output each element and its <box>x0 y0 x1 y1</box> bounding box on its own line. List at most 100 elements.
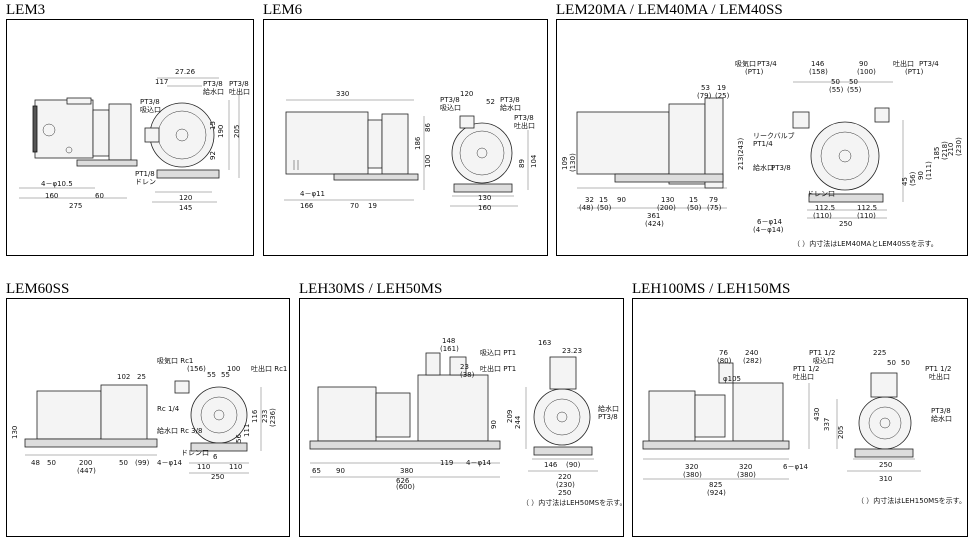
dim-label: 給水口 <box>500 103 521 112</box>
dim-label: (PT1) <box>745 68 764 76</box>
motor-body <box>36 390 102 440</box>
dim-label: 250 <box>558 489 571 497</box>
dim-label: PT3/8 <box>440 96 460 104</box>
dim-label: 185 <box>933 147 941 160</box>
dim-label: 90 <box>617 196 626 204</box>
motor-body <box>648 390 696 442</box>
dim-label: 給水口 <box>931 414 952 423</box>
dim-label: 110 <box>197 463 210 471</box>
dim-label: 120 <box>460 90 473 98</box>
pump-drawing-lem6: 330 120 PT3/8 吸込口 52 PT3/8 給水口 PT3/8 吐出口… <box>284 90 538 212</box>
dim-label: 160 <box>45 192 58 200</box>
dim-label: 225 <box>873 349 886 357</box>
dim-label: (111) <box>925 161 933 180</box>
dim-label: 120 <box>179 194 192 202</box>
drawing-panel-leh100: 76 (80) 240 (282) φ105 PT1 1/2 吸込口 PT1 1… <box>632 298 968 537</box>
dim-label: 19 <box>368 202 377 210</box>
dim-label: 15 <box>209 121 217 130</box>
dim-label: 361 <box>647 212 660 220</box>
dim-label: 310 <box>879 475 892 483</box>
dim-label: 233 <box>261 410 269 423</box>
motor-body <box>34 99 94 159</box>
dim-label: 146 <box>544 461 558 469</box>
dim-label: 79 <box>709 196 718 204</box>
dim-label: 110 <box>229 463 242 471</box>
dim-label: (50) <box>597 204 612 212</box>
dim-label: (158) <box>809 68 828 76</box>
dim-label: 337 <box>823 418 831 431</box>
dim-label: 76 <box>719 349 728 357</box>
dim-label: 23 <box>460 363 469 371</box>
dim-label: 65 <box>312 467 321 475</box>
dim-label: (56) <box>909 171 917 186</box>
dim-label: 117 <box>155 78 168 86</box>
dim-label: 163 <box>538 339 551 347</box>
dim-label: 210 <box>947 143 955 156</box>
dim-label: PT3/4 <box>757 60 777 68</box>
dim-label: 275 <box>69 202 82 210</box>
dim-label: 56 <box>235 434 243 443</box>
dim-label: PT3/8 <box>140 98 160 106</box>
dim-label: 250 <box>211 473 224 481</box>
dim-label: 55 <box>221 371 230 379</box>
dim-label: (110) <box>857 212 876 220</box>
pump-casing-front <box>451 122 513 184</box>
dim-label: 50 <box>887 359 896 367</box>
dim-label: (218) <box>941 141 949 160</box>
dim-label: 27.26 <box>175 68 196 76</box>
dim-label: PT1 1/2 <box>809 349 835 357</box>
pump-casing-front <box>533 388 591 446</box>
dim-label: 6－φ14 <box>783 463 809 471</box>
dim-label: 吐出口 <box>929 372 950 381</box>
panel-title-leh30: LEH30MS / LEH50MS <box>299 281 443 297</box>
dim-label: 166 <box>300 202 314 210</box>
dim-label: 148 <box>442 337 455 345</box>
footnote: （ ）内寸法はLEH150MSを示す。 <box>857 496 966 505</box>
dim-label: 吸気口 <box>735 59 756 68</box>
dim-label: (161) <box>440 345 459 353</box>
dim-label: 吐出口 Rc1 <box>251 364 287 373</box>
dim-label: (4－φ14) <box>753 226 784 234</box>
dim-label: 90 <box>336 467 345 475</box>
dim-label: (38) <box>460 371 475 379</box>
dim-label: PT1 1/2 <box>793 365 819 373</box>
dim-label: 給水口 <box>203 87 224 96</box>
drawing-panel-leh30: 148 (161) 吸込口 PT1 23 (38) 吐出口 PT1 163 23… <box>299 298 625 537</box>
dim-label: 250 <box>879 461 892 469</box>
dim-label: 給水口 <box>598 404 619 413</box>
dim-label: (447) <box>77 467 96 475</box>
dim-label: 4－φ14 <box>466 459 492 467</box>
dim-label: PT1 1/2 <box>925 365 951 373</box>
dim-label: 102 <box>117 373 130 381</box>
dim-label: 90 <box>859 60 868 68</box>
dim-label: 200 <box>79 459 92 467</box>
motor-body <box>576 111 670 175</box>
dim-label: 50 <box>901 359 910 367</box>
dim-label: (50) <box>687 204 702 212</box>
dim-label: 130 <box>661 196 674 204</box>
dim-label: 吸込口 PT1 <box>480 348 516 357</box>
dim-label: 320 <box>685 463 698 471</box>
dim-label: 320 <box>739 463 752 471</box>
dim-label: 給水口 Rc 3/8 <box>157 426 202 435</box>
dim-label: 213(243) <box>737 138 745 170</box>
panel-title-lem20: LEM20MA / LEM40MA / LEM40SS <box>556 2 783 18</box>
dim-label: 吐出口 <box>514 121 535 130</box>
dim-label: (380) <box>683 471 702 479</box>
dim-label: (25) <box>715 92 730 100</box>
dim-label: (55) <box>847 86 862 94</box>
dim-label: 90 <box>490 420 498 429</box>
dim-label: 吐出口 <box>229 87 250 96</box>
dim-label: PT1/4 <box>753 140 773 148</box>
dim-label: 186 <box>414 136 422 150</box>
dim-label: 6－φ14 <box>757 218 783 226</box>
dim-label: (99) <box>135 459 150 467</box>
dim-label: 209 <box>506 410 514 423</box>
pump-casing-front <box>858 396 912 450</box>
dim-label: 111 <box>243 424 251 437</box>
dim-label: Rc 1/4 <box>157 405 180 413</box>
dim-label: 109 <box>561 157 569 170</box>
dim-label: PT3/8 <box>203 80 223 88</box>
dim-label: 吸込口 <box>440 103 461 112</box>
dim-label: リークバルブ <box>753 131 795 140</box>
